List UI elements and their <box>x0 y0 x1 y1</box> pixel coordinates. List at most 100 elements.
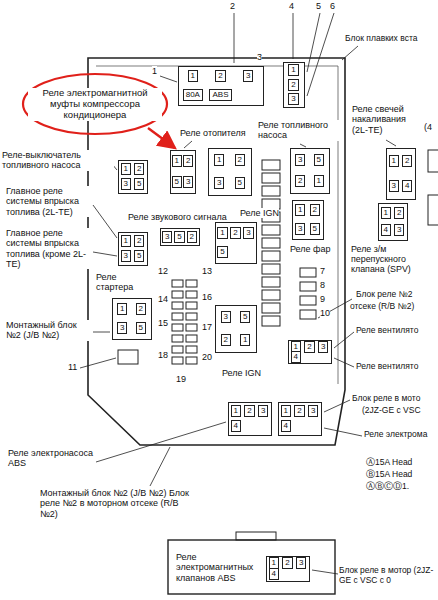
pin-number: 3 <box>214 177 224 189</box>
pin-number: 1 <box>231 405 241 417</box>
relay-box: 1234 <box>288 340 332 364</box>
pin-number: 1 <box>217 227 227 239</box>
pin-number: 5 <box>217 246 227 258</box>
pin-number: 2 <box>294 405 304 417</box>
pin-number: 1 <box>269 557 279 569</box>
pin-number: 5 <box>134 250 144 262</box>
pin-number: 2 <box>244 405 254 417</box>
callout-number: 11 <box>68 362 77 372</box>
pin-number: 3 <box>121 178 131 190</box>
relay-box: 123 4 <box>228 402 272 436</box>
mini-fuses <box>300 268 316 319</box>
pin-number: 1 <box>281 405 291 417</box>
callout-label: (4 <box>424 122 432 132</box>
pin-number: 1 <box>381 207 391 219</box>
callout-label: Монтажный блок №2 (J/B №2) Блок реле №2 … <box>40 488 190 519</box>
callout-label: Реле вентилято <box>356 362 418 372</box>
pin-number: 1 <box>314 175 324 187</box>
cut-relay <box>428 195 438 225</box>
pin-number: 5 <box>172 176 182 188</box>
relay-box: 1235 <box>112 298 152 340</box>
callout-label: Реле электрома <box>364 430 427 440</box>
pin-number: 5 <box>136 322 146 334</box>
relay-box: 1235 <box>208 148 252 196</box>
callout-number: 13 <box>202 266 212 276</box>
pin-number: 2 <box>134 163 144 175</box>
callout-number: 1 <box>152 66 157 76</box>
relay-box: 1235 <box>118 232 148 266</box>
cut-relay <box>428 150 438 172</box>
pin-number: 2 <box>282 557 292 569</box>
callout-label: Реле отопителя <box>180 128 246 138</box>
pin-number: 2 <box>288 79 298 91</box>
relay-box: 3521 <box>215 305 257 353</box>
highlight-ellipse <box>23 74 167 134</box>
callout-number: 18 <box>158 350 168 360</box>
callout-label: Ⓑ15A Head <box>366 470 412 480</box>
pin-number: 1 <box>172 155 182 167</box>
pin-number: 4 <box>269 568 279 580</box>
callout-number: 20 <box>202 352 212 362</box>
pin-number: 5 <box>310 223 320 235</box>
pin-number: 3 <box>243 70 253 82</box>
pin-number: 1 <box>240 334 250 346</box>
pin-number: 3 <box>295 154 305 166</box>
pin-number: 2 <box>235 154 245 166</box>
fuse-column <box>262 160 280 326</box>
relay-box: 352 <box>160 228 200 246</box>
pin-number: 5 <box>134 178 144 190</box>
callout-number: 10 <box>320 308 330 318</box>
callout-number: 14 <box>158 294 168 304</box>
callout-label: Реле электромагнитной муфты компрессора … <box>28 88 162 121</box>
pin-number: 5 <box>174 231 184 243</box>
pin-number: 1 <box>389 155 399 167</box>
fuse-grid <box>172 280 197 364</box>
pin-number: 80A <box>183 89 203 101</box>
pin-number: 5 <box>235 177 245 189</box>
pin-number: 1 <box>121 235 131 247</box>
pin-number: 3 <box>318 341 328 353</box>
callout-label: Реле IGN <box>240 208 279 218</box>
relay-box: 1234 <box>278 402 322 436</box>
pin-number: 2 <box>134 235 144 247</box>
pin-number: 2 <box>402 155 412 167</box>
callout-label: Блок реле в мотор (2JZ-GE с VSC с 0 <box>339 566 435 585</box>
pin-number: 3 <box>183 176 193 188</box>
callout-label: Реле з/м перепускного клапана (SPV) <box>351 244 435 275</box>
callout-label: Реле фар <box>290 244 331 254</box>
callout-label: Реле стартера <box>96 272 148 293</box>
callout-label: Реле электронасоса ABS <box>8 448 94 469</box>
pin-number: 2 <box>304 341 314 353</box>
pin-number: 2 <box>183 155 193 167</box>
pin-number: 2 <box>215 70 225 82</box>
relay-box: 123 4 <box>266 556 310 582</box>
pin-number: 2 <box>394 207 404 219</box>
pin-number: 3 <box>243 227 253 239</box>
pin-number: 3 <box>296 557 306 569</box>
callout-number: 2 <box>230 1 235 11</box>
pin-number: 2 <box>310 204 320 216</box>
pin-number: 2 <box>187 231 197 243</box>
pin-number: 4 <box>231 420 241 432</box>
relay-box: 1235 <box>292 200 324 240</box>
callout-label: Реле-выключатель топливного насоса <box>2 150 114 171</box>
pin-number: ABS <box>209 89 231 101</box>
abs-relay-block <box>168 540 335 594</box>
callout-number: 6 <box>330 1 335 11</box>
relay-box: 1234 <box>386 148 416 200</box>
callout-number: 3 <box>257 52 262 62</box>
callout-label: отсеке (R/B №2) <box>350 302 414 312</box>
connector <box>118 350 138 364</box>
pin-number: 3 <box>258 405 268 417</box>
pin-number: 5 <box>314 154 324 166</box>
callout-label: ⒶⒷⒸⒹ1. <box>366 482 409 492</box>
pin-number: 4 <box>291 351 301 363</box>
callout-label: Главное реле системы впрыска топлива (2L… <box>6 186 92 217</box>
pin-number: 3 <box>288 93 298 105</box>
callout-number: 9 <box>320 294 325 304</box>
pin-number: 1 <box>214 154 224 166</box>
relay-box: 12380AABS <box>178 66 264 106</box>
relay-box: 1235 <box>215 222 257 264</box>
pin-number: 1 <box>117 303 127 315</box>
callout-number: 17 <box>202 322 212 332</box>
